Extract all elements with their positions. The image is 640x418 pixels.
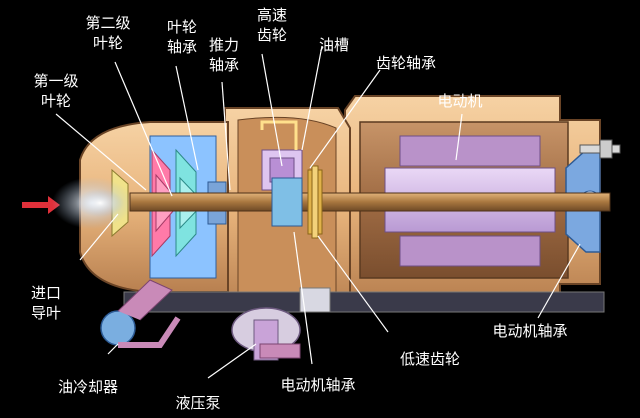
inlet-guide-vane-line: 进口 xyxy=(31,284,61,302)
label-oil-sump: 油槽 xyxy=(319,36,349,54)
label-motor-bearing-bottom: 电动机轴承 xyxy=(280,376,355,394)
main-shaft xyxy=(129,192,611,212)
label-first-stage-impeller: 第一级叶轮 xyxy=(33,72,78,110)
thrust-bearing-line: 推力 xyxy=(209,36,239,54)
second-stage-impeller-line: 叶轮 xyxy=(93,34,123,52)
label-motor-bearing-right: 电动机轴承 xyxy=(492,322,567,340)
label-electric-motor: 电动机 xyxy=(437,92,482,110)
motor-bearing-right-line: 电动机轴承 xyxy=(492,322,567,340)
oil-cooler-line: 油冷却器 xyxy=(58,378,118,396)
low-speed-gear-line: 低速齿轮 xyxy=(400,350,460,368)
high-speed-gear-line: 高速 xyxy=(257,6,287,24)
oil-sump-part xyxy=(260,120,298,150)
hydraulic-pump-line: 液压泵 xyxy=(175,394,220,412)
impeller-bearing-line: 叶轮 xyxy=(167,18,197,36)
label-gear-bearing: 齿轮轴承 xyxy=(376,54,436,72)
electric-motor-line: 电动机 xyxy=(437,92,482,110)
label-impeller-bearing: 叶轮轴承 xyxy=(167,18,197,56)
label-hydraulic-pump: 液压泵 xyxy=(175,394,220,412)
oil-sump-line: 油槽 xyxy=(319,36,349,54)
gear-bearing-line: 齿轮轴承 xyxy=(376,54,436,72)
high-speed-gear-part xyxy=(271,177,303,227)
high-speed-gear-line: 齿轮 xyxy=(257,26,287,44)
first-stage-impeller-line: 叶轮 xyxy=(41,92,71,110)
diagram-labels: 第二级叶轮 叶轮轴承 推力轴承 高速齿轮 油槽 齿轮轴承 第一级叶轮 电动机 进… xyxy=(31,6,568,412)
impeller-bearing-line: 轴承 xyxy=(167,38,197,56)
leader-lines xyxy=(55,45,581,379)
motor-bearing-bottom-line: 电动机轴承 xyxy=(280,376,355,394)
second-stage-impeller-line: 第二级 xyxy=(85,14,130,32)
label-second-stage-impeller: 第二级叶轮 xyxy=(85,14,130,52)
low-speed-gear-part xyxy=(307,165,323,239)
label-inlet-guide-vane: 进口导叶 xyxy=(31,284,61,322)
label-oil-cooler: 油冷却器 xyxy=(58,378,118,396)
inlet-spray xyxy=(52,177,132,229)
inlet-guide-vane-line: 导叶 xyxy=(31,304,61,322)
label-thrust-bearing: 推力轴承 xyxy=(209,36,239,74)
label-high-speed-gear: 高速齿轮 xyxy=(257,6,287,44)
label-low-speed-gear: 低速齿轮 xyxy=(400,350,460,368)
first-stage-impeller-line: 第一级 xyxy=(33,72,78,90)
hydraulic-pump-part xyxy=(231,307,301,361)
oil-cooler-part xyxy=(100,279,181,348)
thrust-bearing-line: 轴承 xyxy=(209,56,239,74)
machine-base xyxy=(123,287,605,313)
